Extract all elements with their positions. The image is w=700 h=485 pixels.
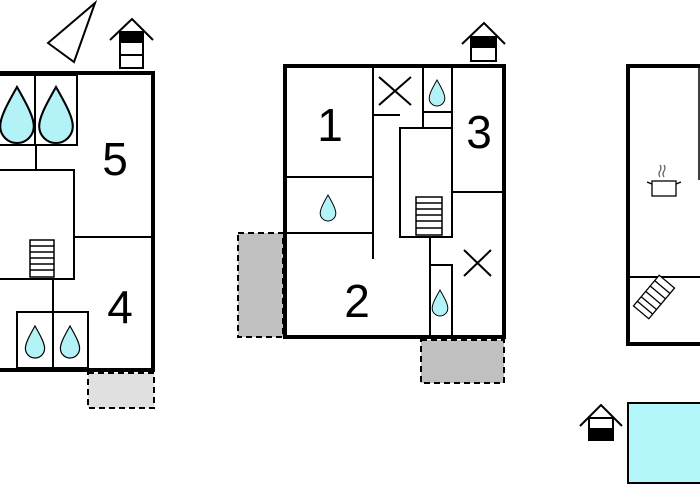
shower-drop-icon xyxy=(24,325,46,359)
patio xyxy=(87,372,155,409)
entrance-icon xyxy=(461,21,506,62)
staircase-icon xyxy=(415,196,443,236)
right-floor xyxy=(579,64,700,484)
shower-drop-icon xyxy=(431,289,449,317)
staircase-icon xyxy=(29,239,55,278)
shower-drop-icon xyxy=(59,325,81,359)
room-number: 5 xyxy=(102,133,128,185)
room-number: 3 xyxy=(466,106,492,158)
entrance-icon xyxy=(109,17,154,69)
left-floor: 5 4 xyxy=(0,0,155,409)
room-number: 1 xyxy=(317,99,343,151)
entrance-icon xyxy=(579,403,623,441)
shower-drop-icon xyxy=(0,85,35,145)
shower-drop-icon xyxy=(319,194,337,222)
pool xyxy=(627,402,700,484)
cooking-pot-icon xyxy=(646,164,682,197)
room-number: 2 xyxy=(344,275,370,327)
staircase-icon xyxy=(632,274,676,320)
patio xyxy=(237,232,284,338)
shower-drop-icon xyxy=(428,79,446,107)
compass-arrow-icon xyxy=(46,0,98,64)
shower-drop-icon xyxy=(38,85,74,145)
patio xyxy=(420,339,505,384)
room-number: 4 xyxy=(107,281,133,333)
middle-floor: 1 2 3 xyxy=(237,21,506,384)
